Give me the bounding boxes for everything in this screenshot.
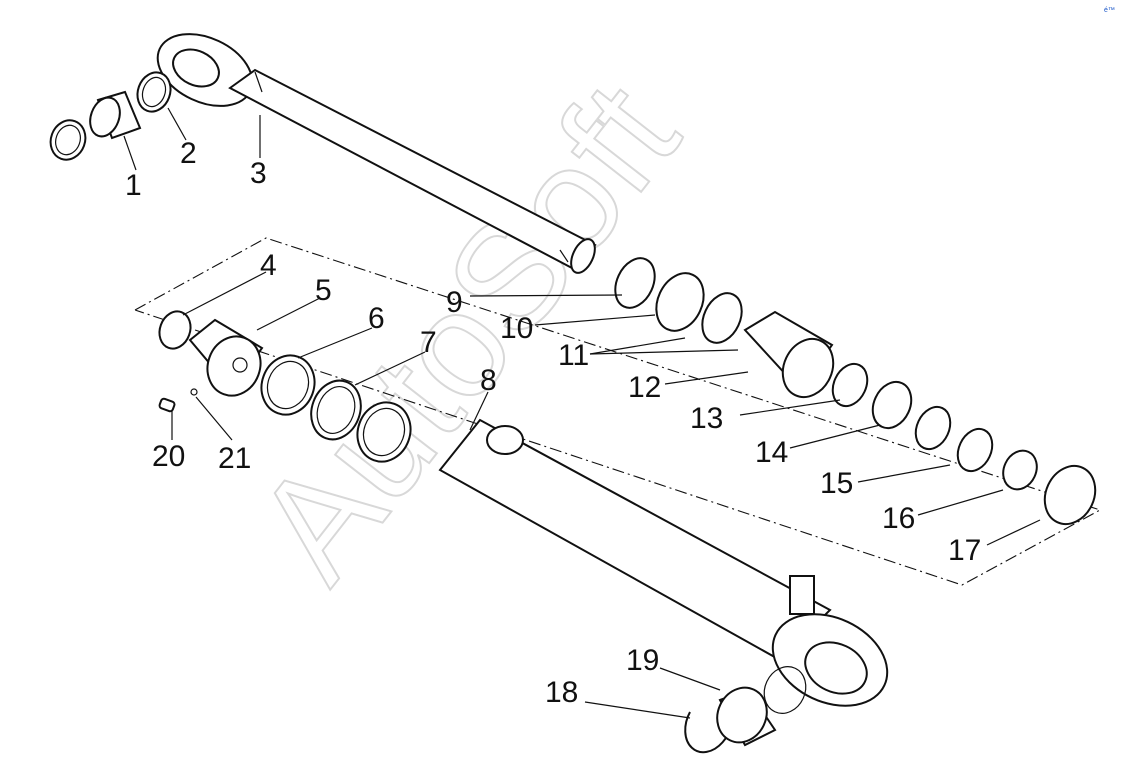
callout-label: 12: [628, 371, 661, 404]
callout-labels: 1 2 3 4 5 6 7 8 9 10 11 12 13 14 15 16 1…: [125, 137, 981, 709]
callout-label: 7: [420, 326, 437, 359]
callout-label: 18: [545, 676, 578, 709]
callout-label: 19: [626, 644, 659, 677]
callout-label: 3: [250, 157, 267, 190]
tube-eye-bushing: [684, 666, 807, 754]
callout-label: 6: [368, 302, 385, 335]
callout-label: 15: [820, 467, 853, 500]
callout-label: 2: [180, 137, 197, 170]
piston-rod: [156, 33, 597, 274]
callout-label: 11: [558, 339, 589, 372]
corner-mark: é™: [1104, 7, 1115, 14]
leader-lines: [123, 107, 1041, 719]
callout-label: 1: [125, 169, 142, 202]
piston-assembly: [158, 310, 412, 463]
callout-label: 9: [446, 286, 463, 319]
callout-label: 4: [260, 249, 277, 282]
callout-label: 21: [218, 442, 251, 475]
callout-label: 10: [500, 312, 533, 345]
gland-seals: [614, 257, 1097, 526]
callout-label: 14: [755, 436, 788, 469]
callout-label: 8: [480, 364, 497, 397]
cylinder-tube: [438, 418, 889, 707]
rod-eye-bushing: [49, 71, 172, 161]
callout-label: 20: [152, 440, 185, 473]
callout-label: 13: [690, 402, 723, 435]
assembly-outline: [134, 237, 1102, 586]
callout-label: 16: [882, 502, 915, 535]
callout-label: 17: [948, 534, 981, 567]
callout-label: 5: [315, 274, 332, 307]
